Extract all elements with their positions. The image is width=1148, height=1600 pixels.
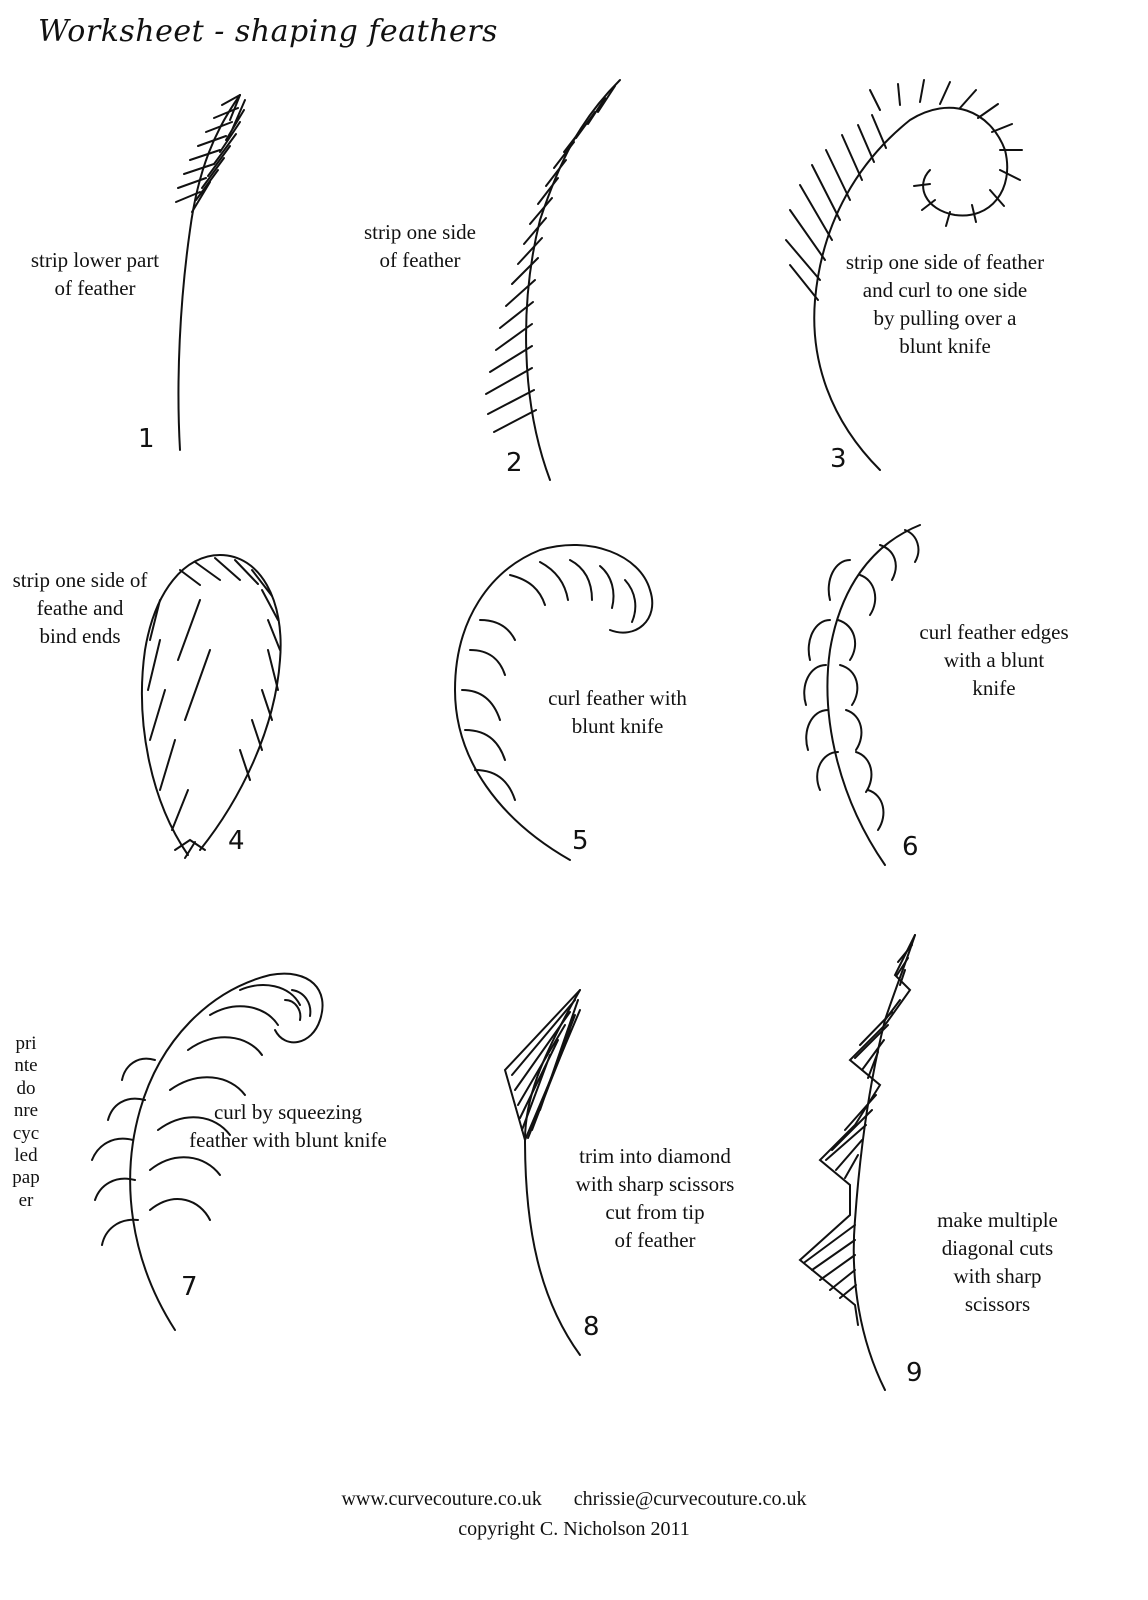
feather-drawing-4 (140, 553, 282, 859)
step-2-number: 2 (506, 448, 523, 478)
step-2-label: strip one side of feather (364, 220, 476, 272)
step-1-label: strip lower part of feather (30, 248, 160, 300)
footer-website[interactable]: www.curvecouture.co.uk (341, 1488, 542, 1510)
step-9-number: 9 (906, 1358, 923, 1388)
footer-email[interactable]: chrissie@curvecouture.co.uk (573, 1488, 807, 1510)
footer-copyright: copyright C. Nicholson 2011 (458, 1518, 690, 1540)
step-7-number: 7 (181, 1272, 198, 1302)
step-3-label: strip one side of feather and curl to on… (845, 250, 1045, 358)
footer-contact: www.curvecouture.co.uk chrissie@curvecou… (0, 1488, 1148, 1511)
step-1-number: 1 (138, 424, 155, 454)
side-note-recycled-paper: printedonrecycledpaper (12, 1033, 40, 1211)
feather-drawing-2 (485, 79, 621, 481)
page-title: Worksheet - shaping feathers (38, 14, 498, 49)
step-9-label: make multiple diagonal cuts with sharp s… (937, 1208, 1058, 1316)
step-5-label: curl feather with blunt knife (548, 686, 687, 738)
step-6-number: 6 (902, 832, 919, 862)
feather-drawing-3 (785, 79, 1023, 471)
feather-drawing-7 (91, 972, 324, 1331)
step-3-number: 3 (830, 444, 847, 474)
feather-drawing-1 (175, 94, 246, 451)
feather-drawing-9 (798, 934, 916, 1391)
step-5-number: 5 (572, 826, 589, 856)
step-6-label: curl feather edges with a blunt knife (919, 620, 1069, 700)
feather-drawing-6 (803, 524, 921, 866)
step-8-number: 8 (583, 1312, 600, 1342)
step-8-label: trim into diamond with sharp scissors cu… (575, 1144, 735, 1252)
feather-drawing-8 (503, 989, 581, 1356)
step-4-number: 4 (228, 826, 245, 856)
feather-drawing-5 (453, 544, 654, 861)
step-7-label: curl by squeezing feather with blunt kni… (189, 1100, 387, 1152)
step-4-label: strip one side of feathe and bind ends (12, 568, 148, 648)
